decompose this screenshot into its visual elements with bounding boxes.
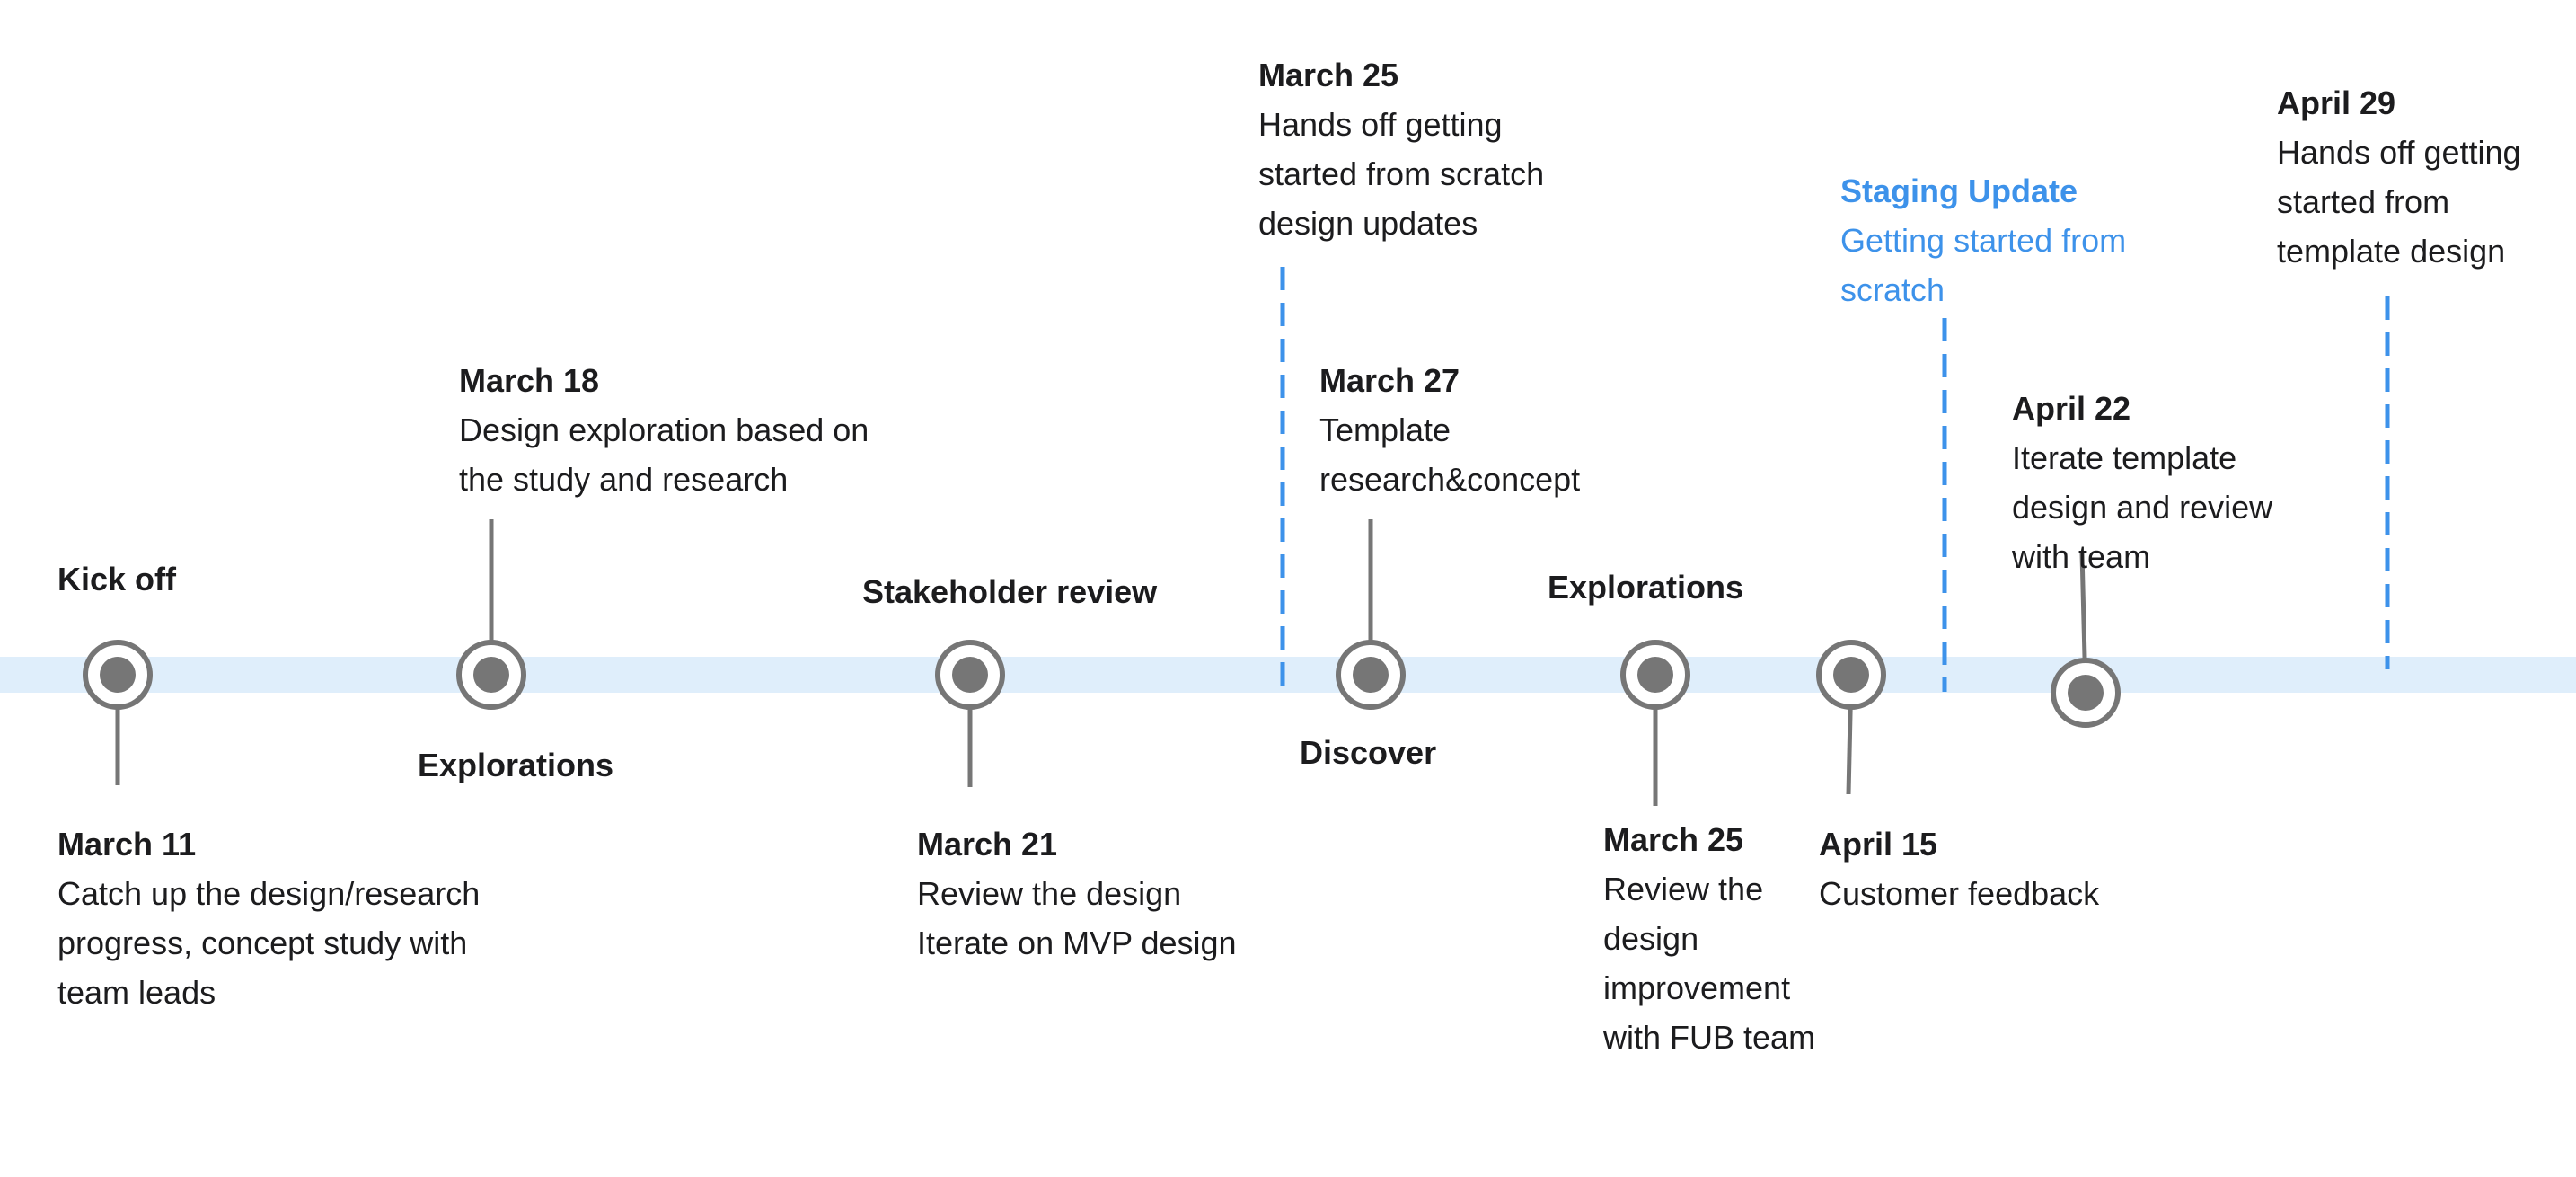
milestone-marker-explorations[interactable] bbox=[456, 640, 526, 710]
note-march-18: March 18 Design exploration based on the… bbox=[459, 356, 869, 504]
milestone-dot bbox=[952, 657, 988, 693]
milestone-dot bbox=[2068, 675, 2104, 711]
note-date: Staging Update bbox=[1840, 173, 2078, 209]
milestone-marker-april-22[interactable] bbox=[2051, 658, 2121, 728]
timeline-track bbox=[0, 657, 2576, 693]
note-march-25-review: March 25 Review the design improvement w… bbox=[1603, 815, 1815, 1062]
note-date: March 21 bbox=[917, 826, 1058, 863]
milestone-dot bbox=[1833, 657, 1869, 693]
phase-label-explorations-2: Explorations bbox=[1548, 569, 1744, 606]
note-date: March 18 bbox=[459, 362, 600, 399]
note-march-27: March 27 Template research&concept bbox=[1319, 356, 1580, 504]
milestone-dot bbox=[1353, 657, 1389, 693]
note-text: Iterate template design and review with … bbox=[2012, 439, 2273, 575]
note-text: Design exploration based on the study an… bbox=[459, 412, 869, 498]
milestone-marker-kickoff[interactable] bbox=[83, 640, 153, 710]
note-text: Template research&concept bbox=[1319, 412, 1581, 498]
note-march-25: March 25 Hands off getting started from … bbox=[1258, 50, 1544, 248]
note-text: Review the design improvement with FUB t… bbox=[1603, 871, 1816, 1056]
milestone-marker-stakeholder-review[interactable] bbox=[935, 640, 1005, 710]
note-text: Hands off getting started from scratch d… bbox=[1258, 106, 1545, 242]
note-date: March 25 bbox=[1603, 821, 1744, 858]
note-date: April 15 bbox=[1819, 826, 1938, 863]
note-date: April 29 bbox=[2277, 84, 2396, 121]
note-date: March 25 bbox=[1258, 57, 1399, 93]
phase-label-stakeholder-review: Stakeholder review bbox=[862, 573, 1158, 610]
milestone-dot bbox=[100, 657, 136, 693]
milestone-marker-april-15[interactable] bbox=[1816, 640, 1886, 710]
note-text: Customer feedback bbox=[1819, 875, 2100, 912]
milestone-dot bbox=[1637, 657, 1673, 693]
note-april-15: April 15 Customer feedback bbox=[1819, 819, 2099, 918]
phase-label-explorations: Explorations bbox=[418, 747, 614, 783]
note-text: Review the design Iterate on MVP design bbox=[917, 875, 1237, 961]
note-text: Catch up the design/research progress, c… bbox=[57, 875, 481, 1011]
note-april-29: April 29 Hands off getting started from … bbox=[2277, 78, 2521, 276]
phase-label-kickoff: Kick off bbox=[57, 561, 177, 597]
note-april-22: April 22 Iterate template design and rev… bbox=[2012, 384, 2272, 581]
note-date: March 27 bbox=[1319, 362, 1460, 399]
note-text: Hands off getting started from template … bbox=[2277, 134, 2521, 270]
note-date: March 11 bbox=[57, 826, 197, 863]
note-march-11: March 11 Catch up the design/research pr… bbox=[57, 819, 480, 1017]
note-march-21: March 21 Review the design Iterate on MV… bbox=[917, 819, 1237, 968]
note-text: Getting started from scratch bbox=[1840, 222, 2127, 308]
phase-label-discover: Discover bbox=[1300, 734, 1437, 771]
note-date: April 22 bbox=[2012, 390, 2131, 427]
milestone-dot bbox=[473, 657, 509, 693]
milestone-marker-explorations-2[interactable] bbox=[1620, 640, 1690, 710]
milestone-marker-discover[interactable] bbox=[1336, 640, 1406, 710]
note-staging-update: Staging Update Getting started from scra… bbox=[1840, 166, 2126, 314]
